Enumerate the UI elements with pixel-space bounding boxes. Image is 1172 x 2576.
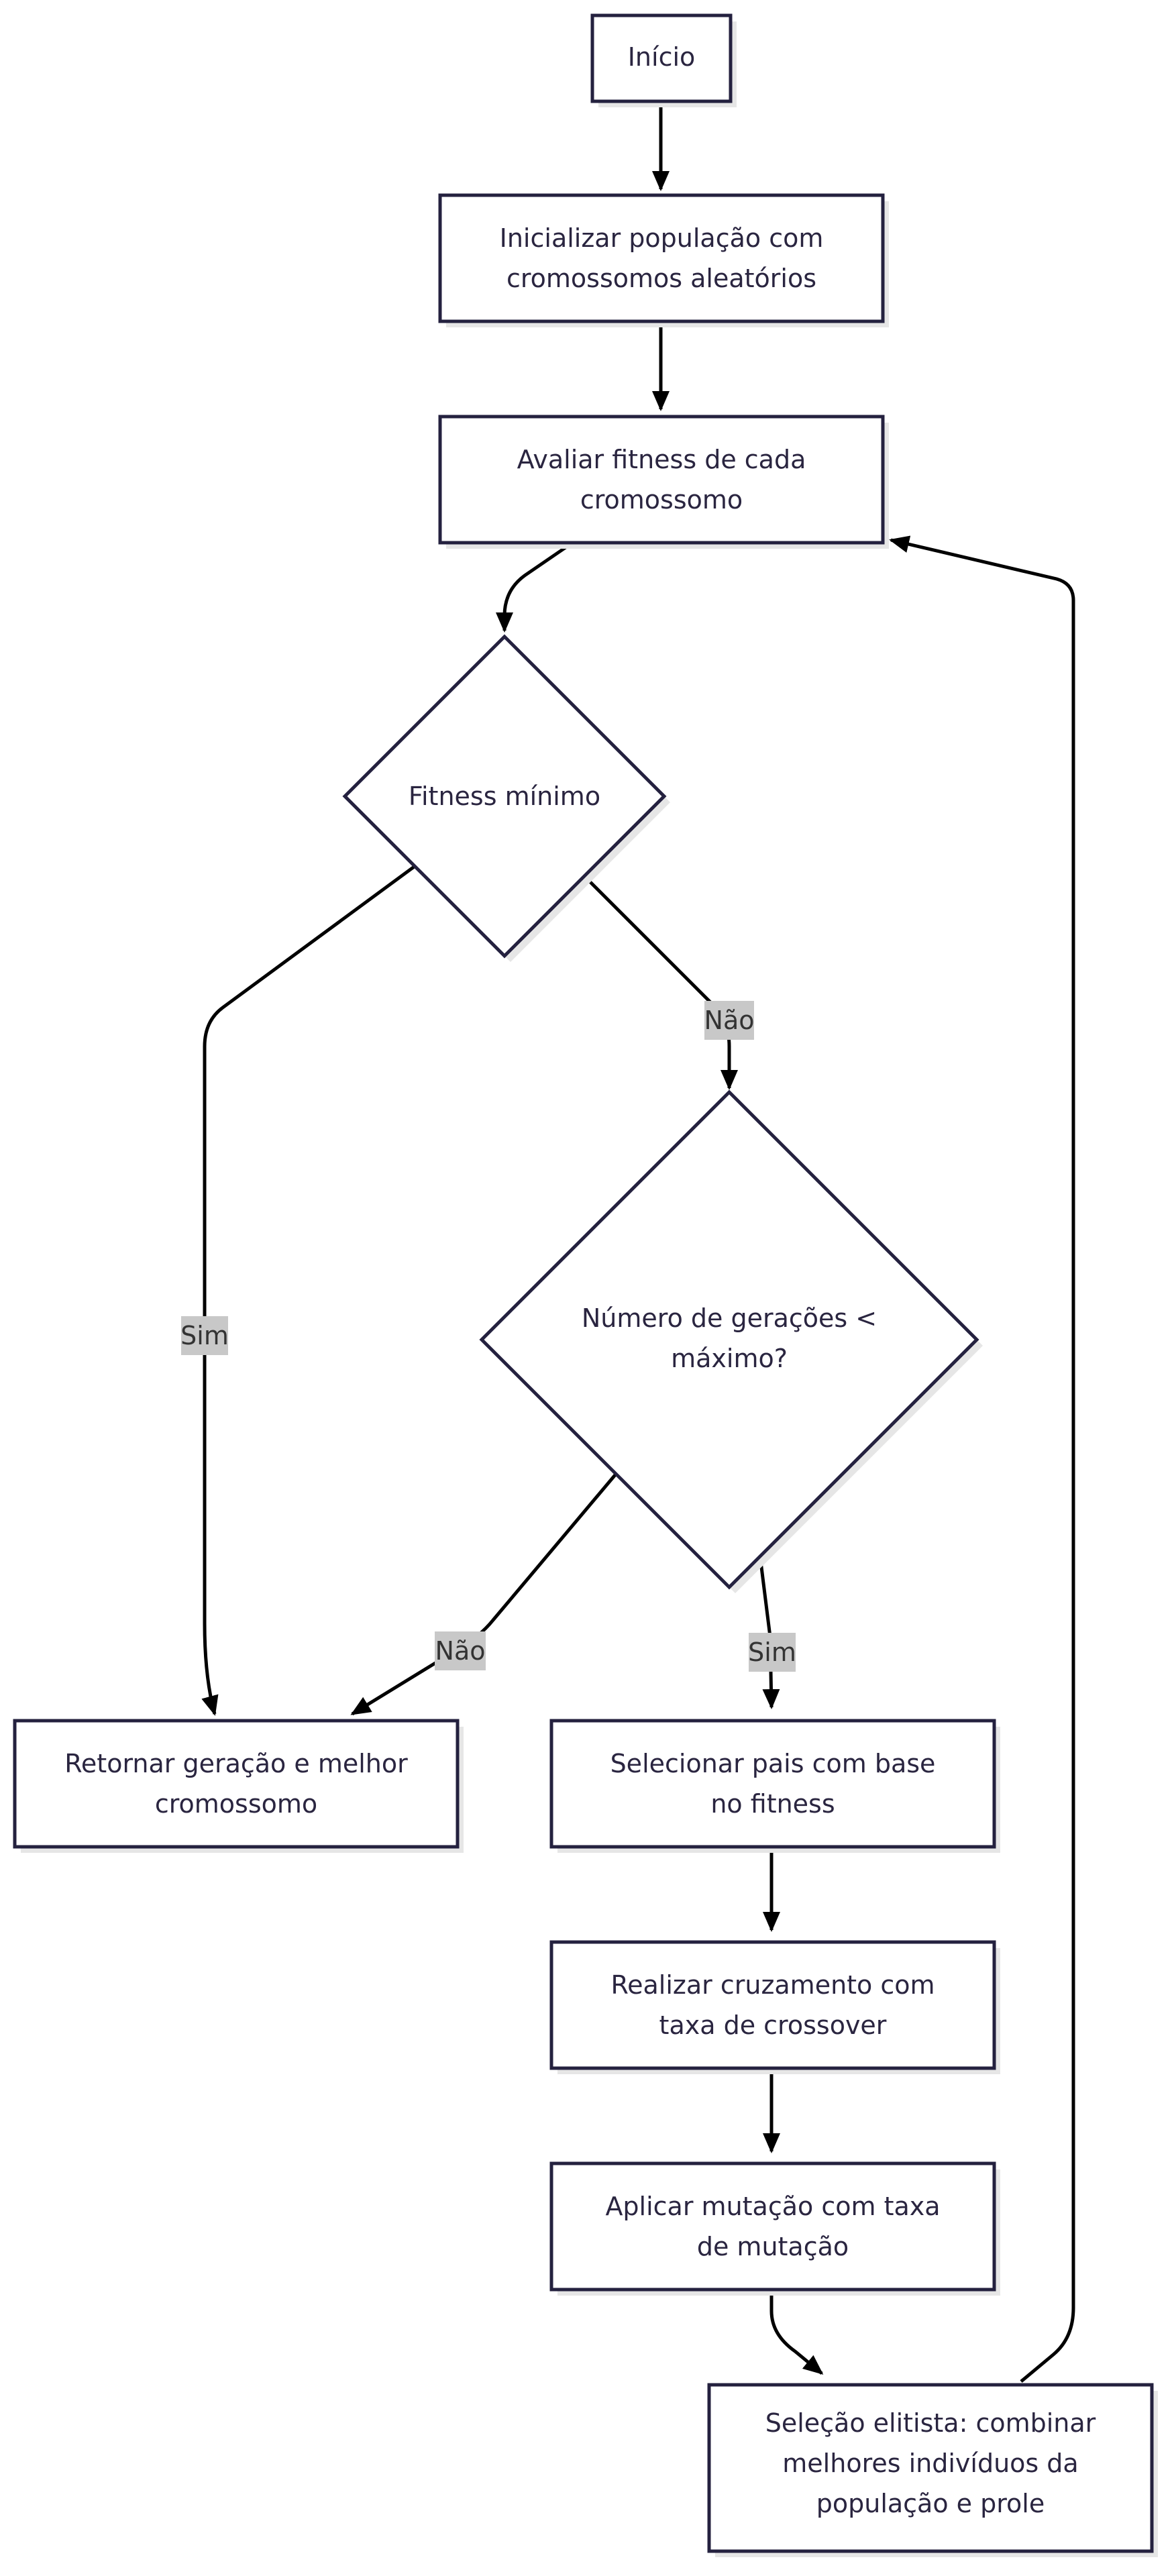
svg-text:melhores indivíduos da: melhores indivíduos da bbox=[782, 2449, 1078, 2478]
edge-geracoes-nao-to-retornar bbox=[350, 1471, 619, 1716]
svg-text:Sim: Sim bbox=[180, 1321, 229, 1350]
svg-text:Fitness mínimo: Fitness mínimo bbox=[409, 782, 600, 811]
edge-label-sim-geracoes: Sim bbox=[748, 1633, 796, 1672]
edge-fitness-nao-to-geracoes bbox=[582, 874, 738, 1090]
node-avaliar: Avaliar fitness de cada cromossomo bbox=[438, 415, 889, 549]
svg-text:Sim: Sim bbox=[748, 1638, 796, 1667]
svg-text:de mutação: de mutação bbox=[697, 2232, 849, 2261]
node-fitness-minimo: Fitness mínimo bbox=[342, 634, 670, 962]
svg-text:no fitness: no fitness bbox=[710, 1789, 835, 1819]
svg-text:cromossomos aleatórios: cromossomos aleatórios bbox=[507, 264, 816, 293]
svg-text:Inicializar população com: Inicializar população com bbox=[500, 223, 824, 253]
svg-text:Não: Não bbox=[435, 1636, 486, 1666]
svg-text:taxa de crossover: taxa de crossover bbox=[659, 2010, 887, 2040]
svg-text:Não: Não bbox=[704, 1006, 755, 1035]
edge-geracoes-sim-to-selecionar bbox=[757, 1550, 780, 1709]
svg-text:população e prole: população e prole bbox=[816, 2489, 1045, 2518]
node-elitista: Seleção elitista: combinar melhores indi… bbox=[707, 2383, 1158, 2557]
edge-label-nao-fitness: Não bbox=[704, 1001, 755, 1040]
node-retornar: Retornar geração e melhor cromossomo bbox=[13, 1719, 464, 1853]
node-inicio: Início bbox=[590, 13, 737, 107]
node-numero-geracoes: Número de gerações < máximo? bbox=[479, 1089, 983, 1593]
svg-text:Início: Início bbox=[628, 42, 696, 72]
edge-label-sim-fitness: Sim bbox=[180, 1316, 229, 1355]
edge-elitista-loop-to-avaliar bbox=[889, 535, 1075, 2383]
svg-text:Realizar cruzamento com: Realizar cruzamento com bbox=[610, 1970, 935, 2000]
edge-mutacao-to-elitista bbox=[769, 2286, 824, 2375]
node-cruzamento: Realizar cruzamento com taxa de crossove… bbox=[549, 1940, 1000, 2074]
svg-text:Avaliar fitness de cada: Avaliar fitness de cada bbox=[517, 445, 806, 474]
edge-labels: Sim Não Não Sim bbox=[180, 1001, 796, 1672]
edge-avaliar-to-fitness bbox=[496, 541, 573, 633]
nodes: Início Inicializar população com cromoss… bbox=[13, 13, 1158, 2557]
svg-text:Número de gerações <: Número de gerações < bbox=[582, 1303, 877, 1333]
svg-text:Aplicar mutação com taxa: Aplicar mutação com taxa bbox=[605, 2192, 940, 2221]
svg-text:Retornar geração e melhor: Retornar geração e melhor bbox=[64, 1749, 408, 1778]
svg-text:cromossomo: cromossomo bbox=[155, 1789, 317, 1819]
svg-text:Seleção elitista: combinar: Seleção elitista: combinar bbox=[765, 2408, 1096, 2438]
node-mutacao: Aplicar mutação com taxa de mutação bbox=[549, 2161, 1000, 2296]
svg-text:máximo?: máximo? bbox=[671, 1344, 788, 1373]
node-selecionar: Selecionar pais com base no fitness bbox=[549, 1719, 1000, 1853]
svg-text:cromossomo: cromossomo bbox=[580, 485, 743, 515]
node-inicializar: Inicializar população com cromossomos al… bbox=[438, 193, 889, 327]
edge-fitness-sim-to-retornar bbox=[201, 863, 417, 1716]
svg-text:Selecionar pais com base: Selecionar pais com base bbox=[610, 1749, 936, 1778]
edge-label-nao-geracoes: Não bbox=[435, 1631, 486, 1670]
